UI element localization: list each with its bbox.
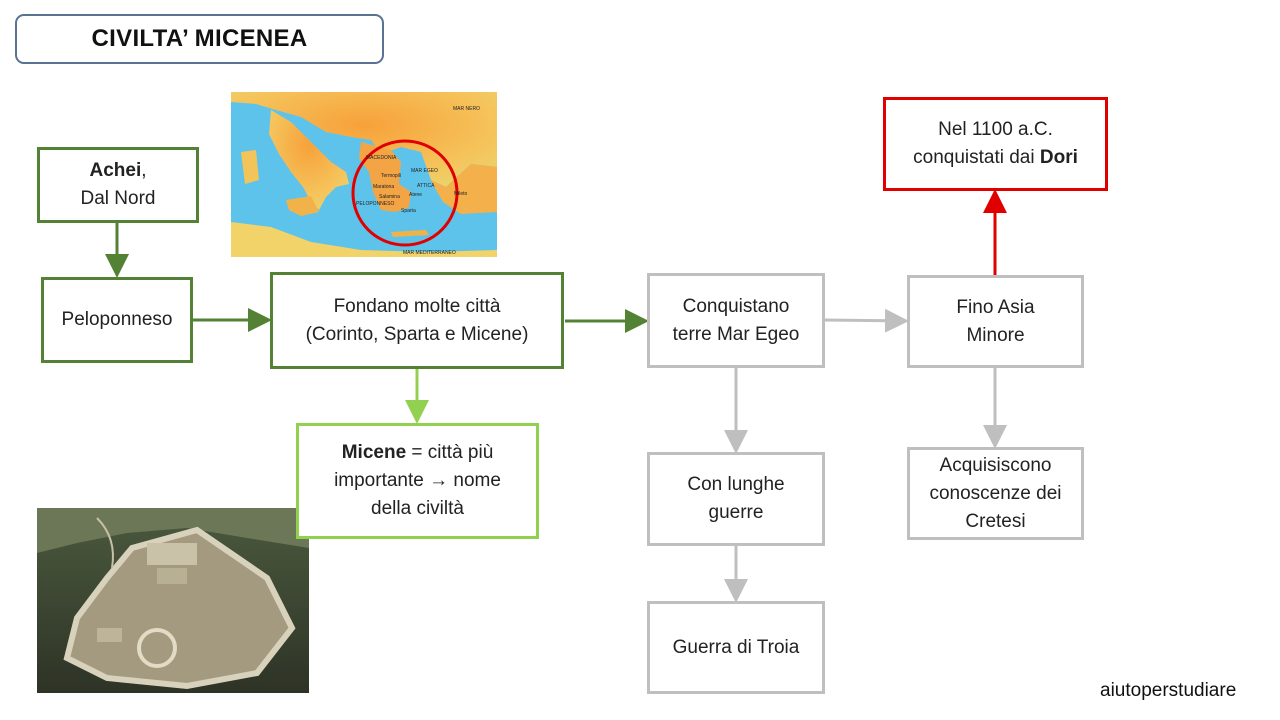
map-label-peloponneso: PELOPONNESO	[356, 201, 394, 207]
conquistano-line1: Conquistano	[682, 295, 790, 317]
fondano-line2: (Corinto, Sparta e Micene)	[305, 323, 529, 345]
map-label-sparta: Sparta	[401, 208, 416, 214]
map-label-maratona: Maratona	[373, 184, 394, 190]
box-conquistano: Conquistano terre Mar Egeo	[647, 273, 825, 368]
cretesi-line1: Acquisiscono	[939, 454, 1052, 476]
lunghe-line1: Con lunghe	[687, 474, 785, 495]
box-asia-minore: Fino Asia Minore	[907, 275, 1084, 368]
cretesi-line2: conoscenze dei	[929, 482, 1062, 504]
box-dori: Nel 1100 a.C. conquistati dai Dori	[883, 97, 1108, 191]
micene-bold: Micene	[341, 442, 407, 463]
achei-line2: Dal Nord	[80, 188, 156, 209]
box-peloponneso: Peloponneso	[41, 277, 193, 363]
box-lunghe-guerre: Con lunghe guerre	[647, 452, 825, 546]
mycenae-citadel-photo	[37, 508, 309, 693]
micene-line2a: importante	[334, 470, 430, 491]
dori-line1: Nel 1100 a.C.	[938, 119, 1053, 140]
lunghe-line2: guerre	[708, 502, 764, 523]
map-label-mar-egeo: MAR EGEO	[411, 168, 438, 174]
dori-line2a: conquistati dai	[913, 147, 1040, 168]
box-cretesi: Acquisiscono conoscenze dei Cretesi	[907, 447, 1084, 540]
map-label-termopili: Termopili	[381, 173, 401, 179]
micene-line2b: nome	[448, 470, 501, 491]
micene-rest1: = città più	[406, 442, 494, 463]
box-guerra-troia: Guerra di Troia	[647, 601, 825, 694]
greece-map-image: MACEDONIA MAR EGEO Termopili Maratona AT…	[231, 92, 497, 257]
micene-line3: della civiltà	[371, 498, 464, 519]
right-arrow-icon: →	[429, 470, 449, 491]
peloponneso-label: Peloponneso	[61, 309, 173, 330]
box-achei: Achei, Dal Nord	[37, 147, 199, 223]
box-fondano: Fondano molte città (Corinto, Sparta e M…	[270, 272, 564, 369]
map-label-mar-mediterraneo: MAR MEDITERRANEO	[403, 250, 456, 256]
troia-label: Guerra di Troia	[672, 636, 800, 658]
page-title: CIVILTA’ MICENEA	[15, 14, 384, 64]
map-label-mar-nero: MAR NERO	[453, 106, 480, 112]
asia-line1: Fino Asia	[956, 296, 1035, 318]
map-label-salamina: Salamina	[379, 194, 400, 200]
arrow-conquistano-asia	[824, 308, 909, 333]
map-label-attica: ATTICA	[417, 183, 435, 189]
fondano-line1: Fondano molte città	[333, 295, 501, 317]
map-label-macedonia: MACEDONIA	[366, 155, 397, 161]
map-label-atene: Atene	[409, 192, 422, 198]
achei-comma: ,	[141, 160, 147, 181]
dori-bold: Dori	[1039, 147, 1078, 168]
achei-bold: Achei	[89, 160, 142, 181]
map-label-mileto: Mileto	[454, 191, 468, 197]
asia-line2: Minore	[966, 324, 1025, 346]
cretesi-line3: Cretesi	[965, 510, 1026, 532]
box-micene: Micene = città più importante → nome del…	[296, 423, 539, 539]
credit-label: aiutoperstudiare	[1100, 680, 1237, 701]
conquistano-line2: terre Mar Egeo	[672, 323, 800, 345]
